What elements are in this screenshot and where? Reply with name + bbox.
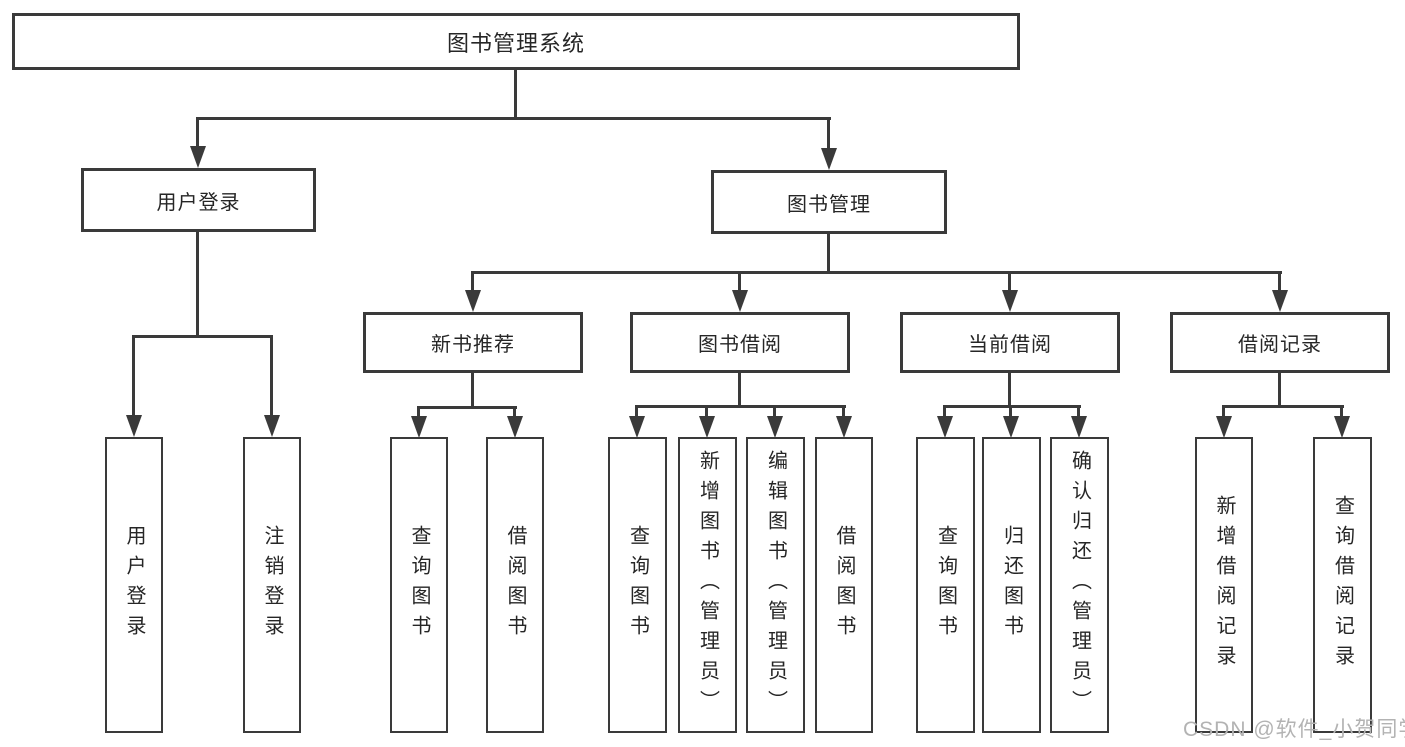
node-book-management: 图书管理 — [711, 170, 947, 234]
arrowhead-down-icon — [411, 416, 427, 438]
connector-line — [943, 405, 1081, 408]
connector-line — [196, 231, 199, 337]
leaf-query-books-borrow: 查询图书 — [608, 437, 667, 733]
connector-line — [513, 406, 516, 418]
leaf-query-books-recommend: 查询图书 — [390, 437, 448, 733]
node-borrowing-records: 借阅记录 — [1170, 312, 1390, 373]
arrowhead-down-icon — [699, 416, 715, 438]
node-root-library-system: 图书管理系统 — [12, 13, 1020, 70]
connector-line — [773, 405, 776, 418]
arrowhead-down-icon — [1071, 416, 1087, 438]
connector-line — [1222, 405, 1225, 418]
connector-line — [827, 233, 830, 274]
arrowhead-down-icon — [1334, 416, 1350, 438]
connector-line — [943, 405, 946, 418]
connector-line — [514, 68, 517, 118]
arrowhead-down-icon — [1003, 416, 1019, 438]
connector-line — [1340, 405, 1343, 418]
node-current-borrowing: 当前借阅 — [900, 312, 1120, 373]
leaf-return-books: 归还图书 — [982, 437, 1041, 733]
connector-line — [738, 271, 741, 292]
leaf-logout: 注销登录 — [243, 437, 301, 733]
node-book-borrowing: 图书借阅 — [630, 312, 850, 373]
leaf-add-borrow-record: 新增借阅记录 — [1195, 437, 1253, 733]
arrowhead-down-icon — [1272, 290, 1288, 312]
connector-line — [417, 406, 517, 409]
arrowhead-down-icon — [836, 416, 852, 438]
leaf-query-books-current: 查询图书 — [916, 437, 975, 733]
connector-line — [827, 117, 830, 148]
node-new-book-recommend: 新书推荐 — [363, 312, 583, 373]
connector-line — [1278, 271, 1281, 292]
connector-line — [635, 405, 846, 408]
connector-line — [842, 405, 845, 418]
connector-line — [270, 335, 273, 417]
arrowhead-down-icon — [821, 148, 837, 170]
arrowhead-down-icon — [1216, 416, 1232, 438]
connector-line — [1278, 371, 1281, 407]
connector-line — [196, 117, 831, 120]
arrowhead-down-icon — [1002, 290, 1018, 312]
connector-line — [196, 117, 199, 147]
connector-line — [471, 371, 474, 408]
csdn-watermark: CSDN @软件_小贺同学 — [1183, 718, 1405, 741]
connector-line — [471, 271, 474, 292]
connector-line — [635, 405, 638, 418]
connector-line — [471, 271, 1282, 274]
arrowhead-down-icon — [126, 415, 142, 437]
connector-line — [1008, 271, 1011, 292]
arrowhead-down-icon — [732, 290, 748, 312]
leaf-borrow-books: 借阅图书 — [815, 437, 873, 733]
connector-line — [705, 405, 708, 418]
arrowhead-down-icon — [465, 290, 481, 312]
leaf-user-login: 用户登录 — [105, 437, 163, 733]
connector-line — [417, 406, 420, 418]
connector-line — [1008, 371, 1011, 407]
connector-line — [1009, 405, 1012, 418]
connector-line — [1077, 405, 1080, 418]
leaf-add-books-admin: 新增图书（管理员） — [678, 437, 737, 733]
connector-line — [132, 335, 273, 338]
connector-line — [738, 371, 741, 407]
arrowhead-down-icon — [629, 416, 645, 438]
arrowhead-down-icon — [507, 416, 523, 438]
arrowhead-down-icon — [264, 415, 280, 437]
leaf-confirm-return-admin: 确认归还（管理员） — [1050, 437, 1109, 733]
arrowhead-down-icon — [937, 416, 953, 438]
leaf-edit-books-admin: 编辑图书（管理员） — [746, 437, 805, 733]
leaf-borrow-books-recommend: 借阅图书 — [486, 437, 544, 733]
leaf-query-borrow-record: 查询借阅记录 — [1313, 437, 1372, 733]
arrowhead-down-icon — [767, 416, 783, 438]
connector-line — [132, 335, 135, 417]
arrowhead-down-icon — [190, 146, 206, 168]
connector-line — [1222, 405, 1344, 408]
node-user-login: 用户登录 — [81, 168, 316, 232]
